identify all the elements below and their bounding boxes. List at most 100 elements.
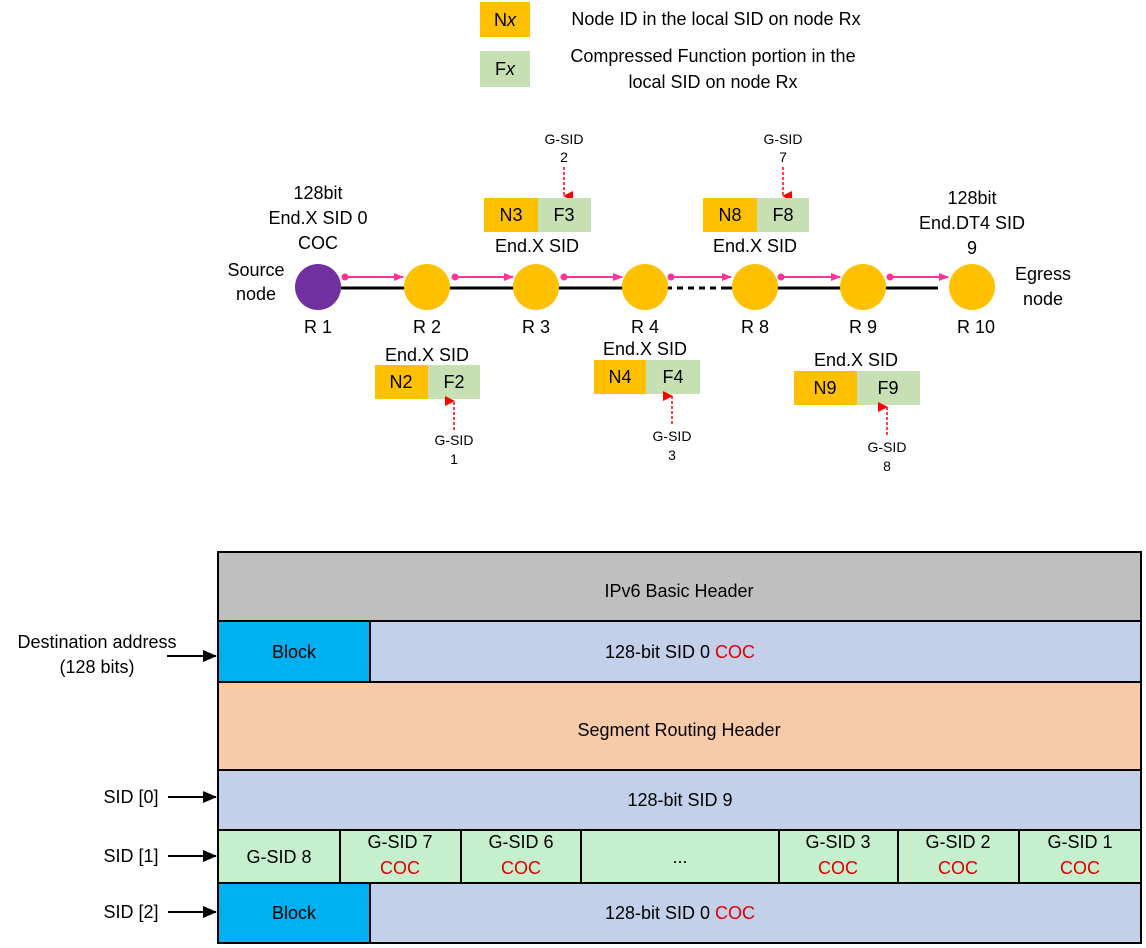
function-text: F2 [443,372,464,392]
gsid-label-line2: 1 [450,451,458,467]
sid-box-title: End.X SID [495,236,579,256]
gsid-label-line1: G-SID [764,131,803,147]
sid1-cell [217,829,341,884]
sid1-cell-coc: COC [818,858,858,878]
node-id-text: N3 [499,205,522,225]
node-id-cell [484,198,538,232]
node-r2: R 2 [404,264,450,337]
sid1-row-label: SID [1] [103,846,158,866]
sid-box-title: End.X SID [814,350,898,370]
dest-sid-label: 128-bit SID 0 COC [605,642,755,662]
sid2-row-label: SID [2] [103,902,158,922]
legend-n-var: x [506,10,517,30]
node-r8-label: R 8 [741,317,769,337]
sid-box-r2: End.X SID N2 F2 G-SID 1 [375,345,480,467]
r1-sid-line3: COC [298,233,338,253]
gsid-label-line1: G-SID [653,428,692,444]
node-r10: R 10 [949,264,995,337]
svg-text:Nx: Nx [494,10,517,30]
gsid-label-line1: G-SID [435,432,474,448]
node-id-cell [794,371,857,405]
node-id-text: N9 [813,378,836,398]
node-r1-label: R 1 [304,317,332,337]
node-r8-circle [732,264,778,310]
egress-node-label-line1: Egress [1015,264,1071,284]
packet-format [217,551,1142,944]
node-r1-circle [295,264,341,310]
gsid-label-line1: G-SID [868,439,907,455]
gsid-label-line2: 2 [560,149,568,165]
gsid-label-line2: 3 [668,447,676,463]
forward-arrow [886,273,949,281]
node-r8: R 8 [732,264,778,337]
ipv6-header-field [217,551,1142,622]
node-r9-circle [840,264,886,310]
node-id-cell [703,198,757,232]
node-id-text: N8 [718,205,741,225]
dest-sid-coc: COC [715,642,755,662]
function-cell [538,198,591,232]
r10-sid-line3: 9 [967,238,977,258]
node-id-text: N2 [389,372,412,392]
sid2-sid-text: 128-bit SID 0 [605,903,715,923]
dest-address-label-line2: (128 bits) [59,657,134,677]
sid-box-title: End.X SID [385,345,469,365]
svg-text:Fx: Fx [495,59,516,79]
sid-box-title: End.X SID [713,236,797,256]
node-id-cell [375,365,428,399]
gsid-label-line2: 8 [883,458,891,474]
node-r1: R 1 [295,264,341,337]
sid0-field [217,769,1142,831]
dest-address-label-line1: Destination address [17,632,176,652]
ipv6-header-label: IPv6 Basic Header [604,581,753,601]
function-cell [757,198,809,232]
node-r3-circle [513,264,559,310]
legend-function-swatch [480,51,530,87]
legend-node-id-desc: Node ID in the local SID on node Rx [571,9,860,29]
srh-field [217,681,1142,771]
sid1-cell-text: G-SID 2 [925,832,990,852]
node-r9: R 9 [840,264,886,337]
forward-arrow [341,273,404,281]
sid-box-r3: G-SID 2 N3 F3 End.X SID [484,131,591,256]
sid1-cell [339,829,462,884]
sid0-value: 128-bit SID 9 [627,790,732,810]
node-r4-label: R 4 [631,317,659,337]
sid1-cell [580,829,780,884]
node-r3: R 3 [513,264,559,337]
sid1-cell [897,829,1020,884]
sid0-row-label: SID [0] [103,787,158,807]
function-cell [646,360,700,394]
r1-sid-line1: 128bit [293,183,342,203]
function-text: F8 [772,205,793,225]
r1-sid-line2: End.X SID 0 [268,208,367,228]
legend: Nx Node ID in the local SID on node Rx F… [480,2,861,92]
sid1-cell [1018,829,1142,884]
sid1-cell-coc: COC [380,858,420,878]
source-node-label-line1: Source [227,260,284,280]
node-r2-circle [404,264,450,310]
forward-arrow [560,273,623,281]
sid1-cell-text: G-SID 6 [488,832,553,852]
legend-n-letter: N [494,10,507,30]
node-r4: R 4 [622,264,668,337]
node-id-text: N4 [608,367,631,387]
gsid-label-line2: 7 [779,149,787,165]
node-r3-label: R 3 [522,317,550,337]
sid-box-r4: End.X SID N4 F4 G-SID 3 [594,339,700,463]
dest-block-label: Block [272,642,317,662]
node-r9-label: R 9 [849,317,877,337]
function-text: F9 [877,378,898,398]
forwarding-arrows [341,273,949,281]
dest-block-field [217,620,371,683]
legend-f-letter: F [495,59,506,79]
sid1-cell [778,829,899,884]
dest-sid-field [369,620,1142,683]
egress-node-label-line2: node [1023,289,1063,309]
sid2-sid-label: 128-bit SID 0 COC [605,903,755,923]
legend-node-id-swatch [480,2,530,37]
sid1-cell-text: G-SID 3 [805,832,870,852]
sid1-cell-ellipsis: ... [672,847,687,867]
sid1-cell-coc: COC [1060,858,1100,878]
